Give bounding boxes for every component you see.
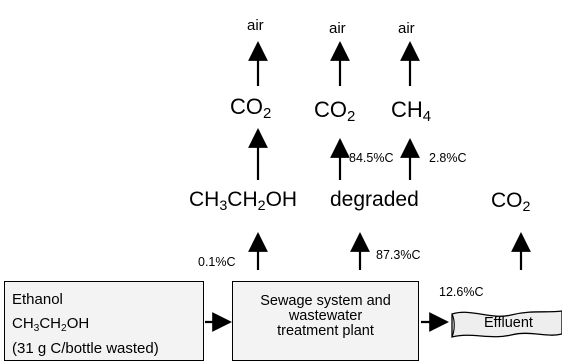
effluent-shape xyxy=(451,310,562,338)
ethanol-box-amount: (31 g C/bottle wasted) xyxy=(12,340,159,357)
label-ch4: CH4 xyxy=(391,97,432,126)
label-pct-0-1: 0.1%C xyxy=(198,255,236,269)
label-co2-3: CO2 xyxy=(491,189,531,215)
label-air-1: air xyxy=(247,17,264,34)
sewage-line-1: Sewage system and xyxy=(260,293,391,309)
arrows-layer xyxy=(205,41,531,332)
label-ethanol-formula: CH3CH2OH xyxy=(189,188,298,214)
box-sewage-treatment: Sewage system and wastewater treatment p… xyxy=(232,281,419,361)
ethanol-box-title: Ethanol xyxy=(12,291,63,308)
ethanol-box-formula: CH3CH2OH xyxy=(12,315,90,334)
label-co2-1: CO2 xyxy=(230,94,272,123)
label-pct-84-5: 84.5%C xyxy=(349,151,394,165)
label-degraded: degraded xyxy=(330,188,419,211)
label-air-2: air xyxy=(329,20,346,37)
label-effluent: Effluent xyxy=(484,315,533,331)
sewage-line-3: treatment plant xyxy=(277,323,374,339)
label-pct-12-6: 12.6%C xyxy=(439,285,484,299)
sewage-line-2: wastewater xyxy=(288,308,363,324)
label-air-3: air xyxy=(398,20,415,37)
label-pct-87-3: 87.3%C xyxy=(376,248,421,262)
label-pct-2-8: 2.8%C xyxy=(429,151,467,165)
label-co2-2: CO2 xyxy=(314,97,356,126)
box-ethanol-source: Ethanol CH3CH2OH (31 g C/bottle wasted) xyxy=(4,281,204,361)
